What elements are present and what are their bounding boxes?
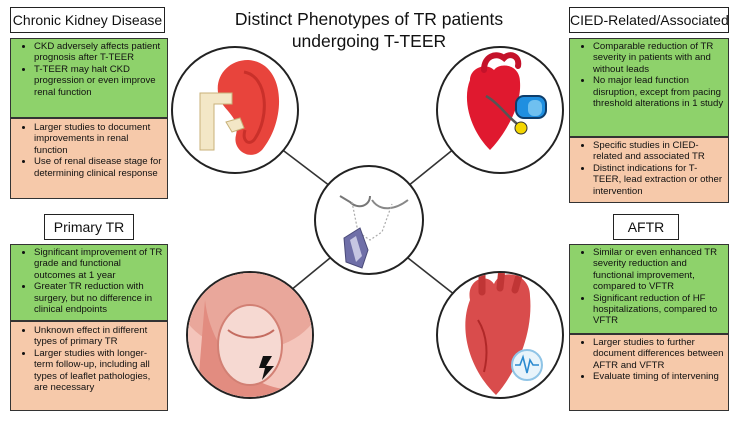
- primary-tr-heading: Primary TR: [44, 214, 134, 240]
- cied-heading: CIED-Related/Associated: [569, 7, 729, 33]
- aftr-gaps-box: Larger studies to further document diffe…: [569, 334, 729, 411]
- aftr-benefits-box: Similar or even enhanced TR severity red…: [569, 244, 729, 334]
- cied-gaps-list: Specific studies in CIED-related and ass…: [570, 138, 728, 197]
- teer-clip-device-icon: [314, 165, 424, 275]
- ckd-benefits-box: CKD adversely affects patient prognosis …: [10, 38, 168, 118]
- tricuspid-valve-icon: [186, 271, 314, 399]
- title-line-1: Distinct Phenotypes of TR patients: [234, 9, 504, 29]
- primary-tr-gap-item: Larger studies with longer-term follow-u…: [34, 348, 163, 394]
- primary-tr-gap-item: Unknown effect in different types of pri…: [34, 325, 163, 348]
- ckd-benefit-item: T-TEER may halt CKD progression or even …: [34, 64, 163, 98]
- aftr-gaps-list: Larger studies to further document diffe…: [570, 335, 728, 383]
- aftr-gap-item: Evaluate timing of intervening: [593, 371, 724, 382]
- primary-tr-benefits-list: Significant improvement of TR grade and …: [11, 245, 167, 315]
- aftr-benefit-item: Similar or even enhanced TR severity red…: [593, 247, 724, 293]
- ckd-heading: Chronic Kidney Disease: [10, 7, 165, 33]
- cied-gap-item: Distinct indications for T-TEER, lead ex…: [593, 163, 724, 197]
- ckd-gap-item: Larger studies to document improvements …: [34, 122, 163, 156]
- aftr-benefit-item: Significant reduction of HF hospitalizat…: [593, 293, 724, 327]
- cied-benefit-item: No major lead function disruption, excep…: [593, 75, 724, 109]
- title-line-2: undergoing T-TEER: [291, 31, 447, 51]
- cied-benefit-item: Comparable reduction of TR severity in p…: [593, 41, 724, 75]
- primary-tr-benefit-item: Greater TR reduction with surgery, but n…: [34, 281, 163, 315]
- cied-benefits-box: Comparable reduction of TR severity in p…: [569, 38, 729, 137]
- primary-tr-gaps-box: Unknown effect in different types of pri…: [10, 321, 168, 411]
- ckd-benefits-list: CKD adversely affects patient prognosis …: [11, 39, 167, 98]
- kidney-icon: [171, 46, 299, 174]
- diagram-title: Distinct Phenotypes of TR patients under…: [200, 8, 538, 52]
- aftr-heading: AFTR: [613, 214, 679, 240]
- primary-tr-benefits-box: Significant improvement of TR grade and …: [10, 244, 168, 321]
- aftr-gap-item: Larger studies to further document diffe…: [593, 337, 724, 371]
- cied-gaps-box: Specific studies in CIED-related and ass…: [569, 137, 729, 203]
- ckd-gaps-box: Larger studies to document improvements …: [10, 118, 168, 199]
- ckd-gap-item: Use of renal disease stage for determini…: [34, 156, 163, 179]
- cied-benefits-list: Comparable reduction of TR severity in p…: [570, 39, 728, 109]
- ckd-gaps-list: Larger studies to document improvements …: [11, 119, 167, 179]
- cied-gap-item: Specific studies in CIED-related and ass…: [593, 140, 724, 163]
- heart-pacemaker-icon: [436, 46, 564, 174]
- primary-tr-benefit-item: Significant improvement of TR grade and …: [34, 247, 163, 281]
- heart-ecg-icon: [436, 271, 564, 399]
- primary-tr-gaps-list: Unknown effect in different types of pri…: [11, 322, 167, 393]
- ckd-benefit-item: CKD adversely affects patient prognosis …: [34, 41, 163, 64]
- aftr-benefits-list: Similar or even enhanced TR severity red…: [570, 245, 728, 327]
